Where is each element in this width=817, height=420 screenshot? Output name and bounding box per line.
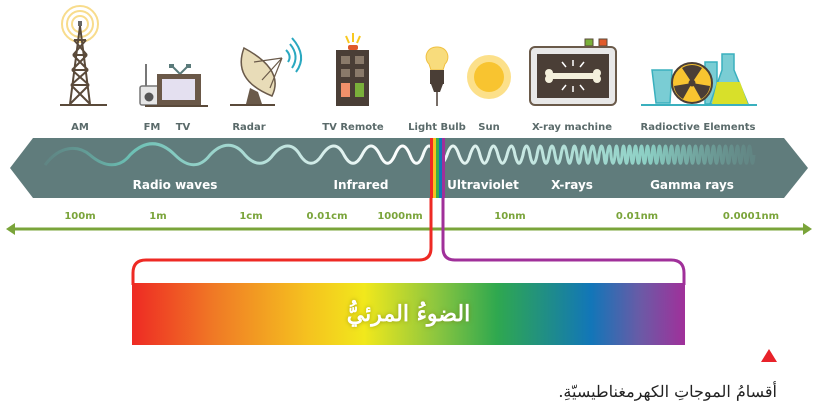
- visible-light-bar: [132, 283, 685, 345]
- wavelength-label: 0.01cm: [306, 211, 348, 222]
- visible-light-title: الضوءُ المرئيُّ: [346, 301, 471, 327]
- visible-light-strip: [430, 138, 445, 198]
- tv-icon: [145, 64, 208, 107]
- source-label-tv: TV: [175, 122, 191, 133]
- wavelength-label: 10nm: [494, 211, 526, 222]
- source-label-xray-machine: X-ray machine: [532, 122, 612, 133]
- figure-caption: أقسامُ الموجاتِ الكهرمغناطيسيّةِ.: [558, 382, 777, 401]
- wavelength-label: 1000nm: [377, 211, 423, 222]
- wavelength-axis: [6, 223, 812, 235]
- wavelength-label: 1cm: [239, 211, 263, 222]
- red-triangle-icon: [761, 349, 777, 362]
- source-label-sun: Sun: [478, 122, 500, 133]
- wavelength-label: 1m: [149, 211, 167, 222]
- wavelength-label: 0.0001nm: [722, 211, 780, 222]
- source-label-radioactive-elements: Radioctive Elements: [640, 122, 756, 133]
- source-label-radar: Radar: [232, 122, 266, 133]
- source-label-fm: FM: [143, 122, 161, 133]
- band-label-ultraviolet: Ultraviolet: [447, 178, 519, 192]
- tv-remote-icon: [336, 33, 369, 106]
- band-label-gamma: Gamma rays: [650, 178, 734, 192]
- wavelength-label: 0.01nm: [615, 211, 659, 222]
- bracket-purple: [441, 198, 686, 285]
- band-label-infrared: Infrared: [333, 178, 389, 192]
- radioactive-elements-icon: [641, 53, 757, 106]
- light-bulb-icon: [425, 46, 449, 106]
- bracket-red: [131, 198, 433, 285]
- source-icons: [60, 5, 757, 107]
- source-label-am: AM: [71, 122, 89, 133]
- source-label-light-bulb: Light Bulb: [408, 122, 466, 133]
- xray-machine-icon: [529, 38, 617, 106]
- band-label-radio: Radio waves: [132, 178, 218, 192]
- wavelength-label: 100m: [64, 211, 96, 222]
- sun-icon: [467, 55, 511, 99]
- source-label-tv-remote: TV Remote: [322, 122, 384, 133]
- band-label-xrays: X-rays: [551, 178, 593, 192]
- radio-tower-icon: [60, 5, 107, 106]
- radar-dish-icon: [230, 37, 303, 106]
